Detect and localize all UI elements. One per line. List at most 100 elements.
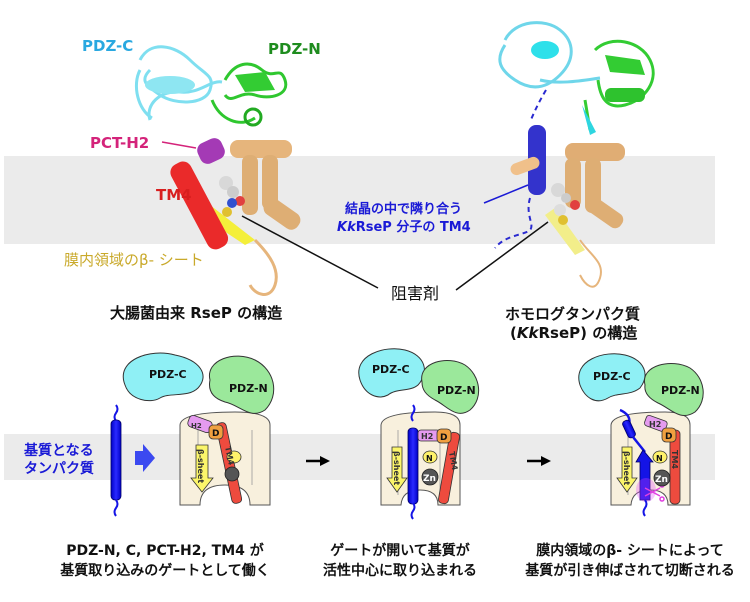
step2-caption-line2: 活性中心に取り込まれる [323,563,477,579]
arrowhead-2-3 [541,456,551,466]
title-kkrsep-line2: (KkRseP) の構造 [510,322,637,343]
cartoon2-beta-sheet: β-sheet [392,451,401,485]
tan-helix-horizontal [230,140,292,158]
step3-caption-line2: 基質が引き伸ばされて切断される [525,563,735,579]
cartoon3-pdz-n: PDZ-N [661,384,700,397]
step3-caption-line1: 膜内領域のβ- シートによって [536,543,724,559]
cartoon2-tm4: TM4 [447,451,459,472]
cartoon2-n: N [426,454,433,463]
tm4-helix [170,161,229,250]
pdz-n-blob [209,355,275,414]
pdz-n-blob-2 [421,360,480,414]
kk-pdz-n-sheet [605,55,645,75]
substrate-rod-2 [407,427,419,505]
label-pct-h2: PCT-H2 [90,134,150,152]
pdz-n-ribbon [210,62,288,124]
arrowhead-1-2 [320,456,330,466]
cartoon1-d: D [212,429,219,439]
label-neighbor-tm4-line1: 結晶の中で隣り合う [345,202,463,217]
cartoon3-pdz-c: PDZ-C [593,370,631,383]
tm4-rod-2 [438,431,460,505]
left-structure-figure [135,45,549,296]
title-rest: RseP) の構造 [538,324,638,342]
beta-sheet-arrow-3 [616,446,638,493]
beta-sheet-arrow-2 [386,446,408,493]
step1-caption-line2: 基質取り込みのゲートとして働く [60,563,270,579]
step1-caption: PDZ-N, C, PCT-H2, TM4 が 基質取り込みのゲートとして働く [20,541,310,581]
cleavage-glow [636,478,656,502]
tan-helix-2 [262,155,278,210]
kk-tan-loop [579,239,602,288]
pdz-c-blob-3 [578,353,646,402]
kk-neighbor-dashed-bottom [494,197,533,249]
cartoon-step2 [358,348,480,520]
inhibitor-spheres [219,176,245,217]
right-structure-figure [483,21,655,288]
substrate-upper-3 [622,419,636,439]
cartoon1-beta-sheet: β-sheet [196,449,205,483]
pdz-c-helix [145,76,195,94]
pdz-n-blob-3 [644,363,704,417]
d-block-2 [436,428,452,444]
label-pdz-n: PDZ-N [268,40,321,58]
cartoon2-pdz-c: PDZ-C [372,363,410,376]
cartoon3-zn: Zn [655,475,668,485]
cartoon3-h2: H2 [649,420,661,429]
pdz-c-blob-2 [358,348,425,398]
n-blob-2 [422,450,438,464]
cartoon1-tm4: TM4 [223,446,236,467]
pdz-c-blob [122,352,204,402]
kk-inhibitor-spheres [551,183,580,225]
kk-tan-helix-horizontal [565,143,625,161]
tan-helix-3 [263,198,301,230]
cartoon3-tm4: TM4 [670,450,679,469]
pct-h2-helix [197,138,225,164]
kk-pdz-n-helix [605,88,645,102]
cartoon2-d: D [440,433,447,443]
kk-cyan-strand [582,105,596,135]
d-block [208,424,224,440]
zn-ball-2 [421,468,439,486]
kk-beta-sheet [545,208,585,255]
inhibitor-pointer-left [241,215,379,289]
pdz-n-helix [243,107,263,127]
kk-pdz-c-helix [531,41,559,59]
substrate-label-line1: 基質となる [24,443,94,459]
label-beta-sheet: 膜内領域のβ- シート [64,251,204,269]
step2-caption: ゲートが開いて基質が 活性中心に取り込まれる [310,541,490,581]
kk-neighbor-dashed-top [529,89,547,123]
label-inhibitor: 阻害剤 [391,284,440,303]
kk-italic: Kk [337,220,356,235]
neighbor-tm4-pointer [483,184,529,204]
cartoon3-d: D [665,432,672,442]
kk-tan-helix-3 [586,197,624,229]
step2-caption-line1: ゲートが開いて基質が [330,543,470,559]
substrate-label-line2: タンパク質 [24,461,94,477]
cartoon1-pdz-c: PDZ-C [149,368,187,381]
zn-ball-3 [653,469,671,487]
cartoon2-pdz-n: PDZ-N [437,384,476,397]
title-ecoli-rsep: 大腸菌由来 RseP の構造 [110,304,283,322]
neighbor-tm4-rest: RseP 分子の TM4 [355,220,471,235]
cartoon3-n: N [656,454,663,463]
label-tm4: TM4 [156,186,192,204]
cartoon-step3 [578,353,704,517]
cartoon2-zn: Zn [423,474,436,484]
label-neighbor-tm4-line2: KkRseP 分子の TM4 [337,216,471,235]
zn-ball [224,466,240,482]
pct-h2-pointer [161,141,197,149]
free-substrate [110,404,122,517]
paren-open: ( [510,324,517,342]
title-kkrsep-line1: ホモログタンパク質 [505,305,641,323]
cartoon-step1 [122,352,275,506]
blue-arrow-icon [135,444,155,472]
cartoon1-h2: H2 [191,422,202,430]
tan-loop [248,238,278,296]
membrane-band-bottom [4,434,715,480]
n-blob-3 [652,450,668,464]
label-pdz-c: PDZ-C [82,37,134,55]
cartoon1-pdz-n: PDZ-N [229,382,268,395]
inhibitor-pointer-right [455,221,549,291]
kk-tan-helix-4 [510,156,540,176]
